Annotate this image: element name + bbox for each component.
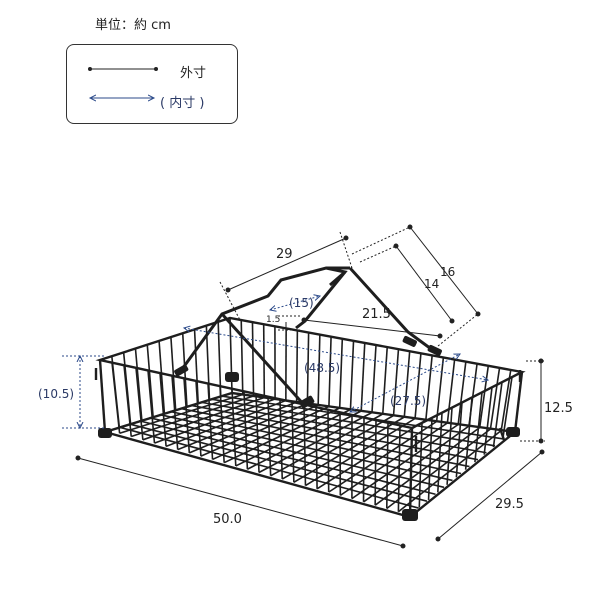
side-hooks <box>94 368 522 452</box>
dim-inner-depth: (27.5) <box>390 394 426 408</box>
wall-wire <box>231 388 237 467</box>
wall-wire <box>255 393 260 473</box>
wall-wire <box>267 396 272 476</box>
wall-wire <box>437 412 443 493</box>
wall-wire <box>418 422 423 508</box>
wall-wire <box>381 347 389 415</box>
unit-label: 単位：約 cm <box>95 18 171 33</box>
dim-handle-width: 29 <box>276 247 293 262</box>
wall-wire <box>134 348 143 420</box>
dim-outer-length: 50.0 <box>213 512 242 527</box>
legend-outer-line <box>88 67 158 71</box>
dim-inner-length: (48.5) <box>304 361 340 375</box>
floor-wire <box>159 413 453 482</box>
legend-outer-label: 外寸 <box>180 66 207 81</box>
wall-wire <box>146 344 154 417</box>
wall-wire <box>374 420 377 506</box>
wall-wire <box>240 320 244 395</box>
wall-wire <box>446 407 453 485</box>
floor-wire <box>128 423 428 502</box>
legend-box <box>66 44 238 124</box>
dim-handle-height-inner: 14 <box>424 277 439 291</box>
wall-wire <box>327 409 330 493</box>
wall-wire <box>243 391 249 470</box>
wall-wire <box>135 367 144 440</box>
dim-inner-height: (10.5) <box>38 387 74 401</box>
wall-wire <box>219 386 225 463</box>
dim-handle-span: 21.5 <box>362 307 391 322</box>
wall-wire <box>279 399 284 480</box>
wall-wire <box>500 369 512 431</box>
floor-wire <box>169 410 462 475</box>
wall-wire <box>349 340 355 410</box>
wall-wire <box>158 340 166 414</box>
wall-wire <box>385 422 389 509</box>
dim-outer-height: 12.5 <box>544 401 573 416</box>
floor-wire <box>200 401 487 454</box>
wall-wire <box>183 378 191 453</box>
wall-wire <box>371 344 377 413</box>
wall-wire <box>489 367 501 430</box>
wall-wire <box>111 356 121 427</box>
wall-wire <box>295 330 299 403</box>
wall-wire <box>315 407 318 489</box>
wall-wire <box>360 342 366 412</box>
wall-wire <box>159 373 167 447</box>
wall-wire <box>457 361 467 425</box>
wall-wire <box>397 425 401 512</box>
wall-wire <box>492 382 503 448</box>
inner-dimension-lines <box>62 296 488 428</box>
wall-wire <box>425 355 433 421</box>
wall-wire <box>291 401 295 483</box>
wall-wire <box>455 402 463 478</box>
dim-handle-inner-width: (15) <box>289 296 314 310</box>
wall-wire <box>251 322 255 397</box>
dim-outer-depth: 29.5 <box>495 497 524 512</box>
wall-wire <box>171 375 179 450</box>
dim-handle-grip: 1.5 <box>266 315 280 325</box>
wall-wire <box>414 353 422 419</box>
wall-wire <box>303 404 307 486</box>
wall-wire <box>195 380 202 457</box>
wall-wire <box>147 370 156 444</box>
wall-wire <box>483 387 493 455</box>
wall-wire <box>122 352 132 424</box>
dim-handle-height-outer: 16 <box>440 265 455 279</box>
wall-wire <box>501 376 513 440</box>
legend-inner-label: ( 内寸 ) <box>160 96 205 111</box>
wall-wire <box>170 337 177 410</box>
floor-wire <box>118 426 419 509</box>
floor-wire <box>211 398 496 447</box>
wall-wire <box>427 417 433 500</box>
